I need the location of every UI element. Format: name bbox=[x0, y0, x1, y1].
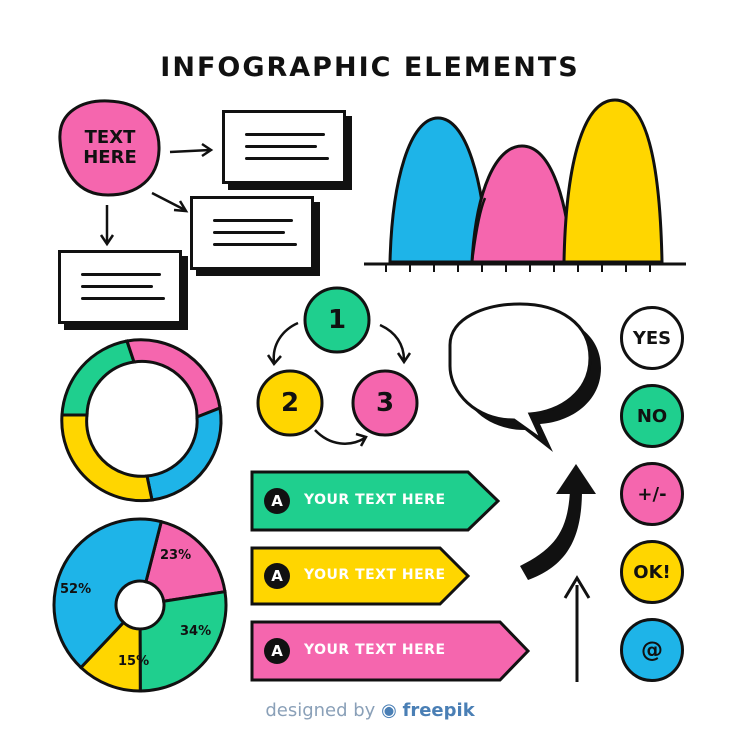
curved-arrow-icon bbox=[520, 490, 582, 580]
cycle-step-3-shape bbox=[351, 369, 419, 437]
cycle-step-2: 2 bbox=[280, 387, 300, 418]
ring-segment-yellow bbox=[60, 413, 154, 503]
ok-button[interactable]: OK! bbox=[620, 540, 684, 604]
no-button[interactable]: NO bbox=[620, 384, 684, 448]
page-title: INFOGRAPHIC ELEMENTS bbox=[160, 52, 580, 83]
arrow-right-icon bbox=[169, 148, 211, 154]
banner-1-shape bbox=[250, 470, 501, 532]
text-circle: TEXT HERE bbox=[62, 118, 158, 178]
footer-brand: freepik bbox=[402, 700, 475, 721]
banner-3-badge: A bbox=[264, 638, 290, 664]
banner-2-shape bbox=[250, 546, 471, 606]
banner-1-badge: A bbox=[264, 488, 290, 514]
yes-button[interactable]: YES bbox=[620, 306, 684, 370]
footer-credit: designed by ◉ freepik bbox=[0, 700, 740, 721]
text-card-middle bbox=[190, 196, 314, 270]
bell-curve-yellow bbox=[562, 98, 664, 264]
pie-slice-52 bbox=[52, 517, 164, 670]
text-card-top bbox=[222, 110, 346, 184]
cycle-step-3: 3 bbox=[375, 387, 395, 418]
plus-minus-button[interactable]: +/- bbox=[620, 462, 684, 526]
text-circle-line2: HERE bbox=[83, 147, 137, 168]
arrow-diagonal-icon bbox=[151, 191, 186, 212]
text-circle-shape bbox=[58, 99, 161, 197]
pie-label-23: 23% bbox=[160, 548, 192, 563]
pie-label-15: 15% bbox=[118, 654, 150, 669]
footer-prefix: designed by bbox=[265, 700, 376, 721]
cycle-step-2-shape bbox=[256, 369, 324, 437]
banner-2-badge: A bbox=[264, 563, 290, 589]
banner-2-text: YOUR TEXT HERE bbox=[304, 567, 446, 583]
text-card-bottom bbox=[58, 250, 182, 324]
pie-label-34: 34% bbox=[180, 624, 212, 639]
cycle-step-1-shape bbox=[303, 286, 371, 354]
banner-1-text: YOUR TEXT HERE bbox=[304, 492, 446, 508]
cycle-step-1: 1 bbox=[327, 304, 347, 335]
pie-slice-23 bbox=[144, 519, 227, 603]
banner-3-shape bbox=[250, 620, 531, 682]
freepik-logo-icon: ◉ bbox=[381, 700, 397, 721]
pie-label-52: 52% bbox=[60, 582, 92, 597]
banner-3-text: YOUR TEXT HERE bbox=[304, 642, 446, 658]
pie-slice-34 bbox=[138, 589, 228, 693]
at-button[interactable]: @ bbox=[620, 618, 684, 682]
text-circle-line1: TEXT bbox=[84, 127, 136, 149]
